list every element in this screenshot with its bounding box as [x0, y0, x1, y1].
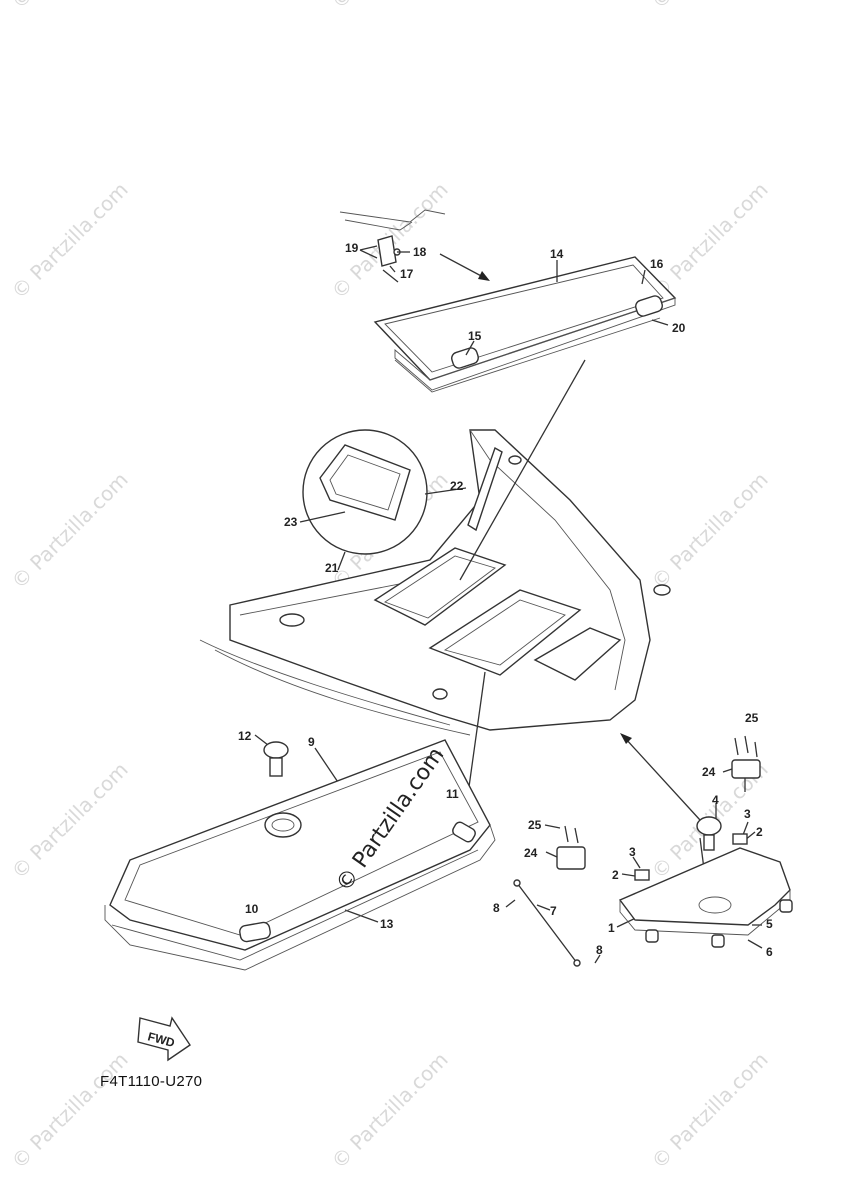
callout-labels: 1 2 2 3 3 4 5 6 7 8 8 9 10 11 12 13 14 1…: [238, 241, 773, 959]
callout: 23: [284, 515, 298, 529]
callout: 17: [400, 267, 414, 281]
callout: 24: [524, 846, 538, 860]
hull-deck-body: [199, 429, 671, 736]
watermark: © Partzilla.com: [327, 1047, 453, 1173]
watermark: © Partzilla.com: [647, 467, 773, 593]
callout: 2: [756, 825, 763, 839]
direction-arrow: [620, 733, 701, 821]
callout: 4: [712, 793, 719, 807]
callout: 25: [528, 818, 542, 832]
fwd-arrow-icon: FWD: [137, 1016, 191, 1062]
callout: 6: [766, 945, 773, 959]
callout: 11: [446, 787, 459, 801]
callout: 21: [325, 561, 339, 575]
callout: 14: [550, 247, 564, 261]
diagram-code: F4T1110-U270: [100, 1073, 203, 1090]
callout: 12: [238, 729, 252, 743]
callout: 3: [744, 807, 751, 821]
callout: 24: [702, 765, 716, 779]
direction-arrow: [439, 253, 490, 281]
callout: 8: [596, 943, 603, 957]
callout: 19: [345, 241, 359, 255]
callout: 13: [380, 917, 394, 931]
mounting-plate-assembly: [513, 735, 793, 967]
watermark: © Partzilla.com: [7, 757, 133, 883]
callout: 7: [550, 904, 557, 918]
watermark: © Partzilla.com: [7, 177, 133, 303]
callout: 15: [468, 329, 482, 343]
watermark: © Partzilla.com: [7, 467, 133, 593]
callout: 20: [672, 321, 686, 335]
watermark: © Partzilla.com: [327, 0, 453, 14]
callout: 10: [245, 902, 259, 916]
callout: 2: [612, 868, 619, 882]
callout: 25: [745, 711, 759, 725]
callout: 9: [308, 735, 315, 749]
leader-lines: [254, 245, 763, 964]
front-storage-lid: [373, 256, 677, 393]
callout: 8: [493, 901, 500, 915]
hinge-rail-assembly: [339, 209, 446, 283]
callout: 1: [608, 921, 615, 935]
fwd-label: FWD: [146, 1029, 176, 1050]
detail-magnifier: [302, 429, 428, 555]
watermark: © Partzilla.com: [647, 177, 773, 303]
watermark: © Partzilla.com: [7, 1047, 133, 1173]
callout: 3: [629, 845, 636, 859]
callout: 22: [450, 479, 464, 493]
callout: 16: [650, 257, 664, 271]
callout: 18: [413, 245, 427, 259]
watermark: © Partzilla.com: [647, 1047, 773, 1173]
rear-storage-lid: [104, 739, 496, 971]
callout: 5: [766, 917, 773, 931]
watermark: © Partzilla.com: [647, 0, 773, 14]
watermark: © Partzilla.com: [7, 0, 133, 14]
